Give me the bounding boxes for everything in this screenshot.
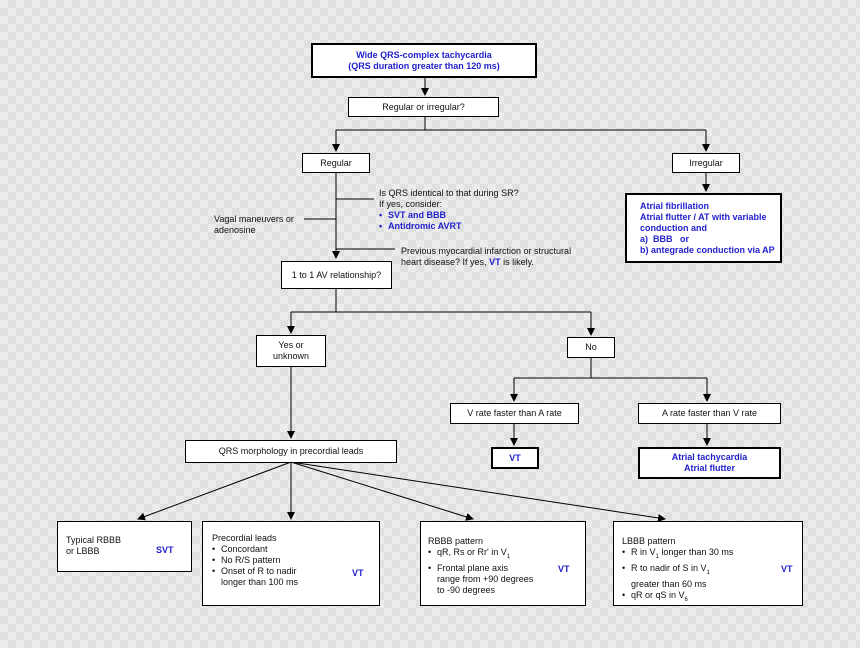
arrow-to-rbbb xyxy=(290,461,474,521)
qrs-identical-list: SVT and BBB Antidromic AVRT xyxy=(379,210,519,232)
qrs-identical-question: Is QRS identical to that during SR? xyxy=(379,188,519,198)
yes-unknown-line2: unknown xyxy=(272,351,310,361)
atrial-result-line1: Atrial tachycardia xyxy=(671,452,748,462)
v-faster-box: V rate faster than A rate xyxy=(450,403,579,424)
typical-line2: or LBBB xyxy=(66,546,100,556)
lbbb-cont1: greater than 60 ms xyxy=(631,578,707,589)
lbbb-item3-text: qR or qS in V xyxy=(631,589,685,600)
lbbb-item2-text: R to nadir of S in V xyxy=(631,562,707,573)
av-relationship-label: 1 to 1 AV relationship? xyxy=(291,269,382,280)
regular-box: Regular xyxy=(302,153,370,173)
vagal-text: Vagal maneuvers or adenosine xyxy=(214,214,294,236)
irregular-box: Irregular xyxy=(672,153,740,173)
precordial-item: No R/S pattern xyxy=(212,555,298,566)
lbbb-item2-sub: 1 xyxy=(706,569,710,576)
qrs-identical-item: Antidromic AVRT xyxy=(379,221,519,232)
rbbb-item1-text: qR, Rs or Rr' in V xyxy=(437,547,507,557)
af-line2: Atrial flutter / AT with variable xyxy=(640,211,767,222)
af-line5: b) antegrade conduction via AP xyxy=(640,244,775,255)
qrs-identical-text: Is QRS identical to that during SR? If y… xyxy=(379,188,519,232)
rbbb-cont2: to -90 degrees xyxy=(437,584,496,595)
rbbb-item1-sub: 1 xyxy=(506,553,511,560)
atrial-result-box: Atrial tachycardia Atrial flutter xyxy=(638,447,781,479)
vagal-line1: Vagal maneuvers or xyxy=(214,214,294,224)
vagal-line2: adenosine xyxy=(214,225,256,235)
typical-line1: Typical RBBB xyxy=(66,535,122,545)
arrow-to-typical xyxy=(137,461,292,521)
arrow-to-lbbb xyxy=(290,461,666,522)
previous-mi-line1: Previous myocardial infarction or struct… xyxy=(401,246,572,256)
lbbb-item: qR or qS in V6 xyxy=(622,590,733,606)
lbbb-item3-sub: 6 xyxy=(684,596,688,603)
qrs-identical-ifyes: If yes, consider: xyxy=(379,199,443,209)
lbbb-title: LBBB pattern xyxy=(622,536,676,546)
vt-result-label: VT xyxy=(509,452,521,463)
precordial-vt-label: VT xyxy=(352,568,364,578)
lbbb-item: R in V1 longer than 30 ms xyxy=(622,547,733,563)
lbbb-list2: qR or qS in V6 xyxy=(622,590,733,606)
root-line1: Wide QRS-complex tachycardia xyxy=(356,49,492,60)
av-relationship-box: 1 to 1 AV relationship? xyxy=(281,261,392,289)
no-label: No xyxy=(585,342,597,352)
vt-result-box: VT xyxy=(491,447,539,469)
regular-or-irregular-label: Regular or irregular? xyxy=(382,101,465,112)
lbbb-text: LBBB pattern R in V1 longer than 30 ms R… xyxy=(622,536,733,605)
previous-mi-vt: VT xyxy=(489,257,501,267)
typical-text: Typical RBBB or LBBB xyxy=(66,535,121,557)
af-line1: Atrial fibrillation xyxy=(640,200,710,211)
previous-mi-line2-end: is likely. xyxy=(500,257,534,267)
rbbb-vt-label: VT xyxy=(558,564,570,574)
rbbb-title: RBBB pattern xyxy=(428,536,484,546)
rbbb-text: RBBB pattern qR, Rs or Rr' in V1 Frontal… xyxy=(428,536,533,596)
root-line2: (QRS duration greater than 120 ms) xyxy=(348,60,500,71)
svt-label: SVT xyxy=(156,545,174,555)
lbbb-vt-label: VT xyxy=(781,564,793,574)
atrial-result-line2: Atrial flutter xyxy=(683,463,735,473)
precordial-item: Concordant xyxy=(212,544,298,555)
a-faster-label: A rate faster than V rate xyxy=(661,408,758,418)
previous-mi-text: Previous myocardial infarction or struct… xyxy=(401,246,571,268)
no-box: No xyxy=(567,337,615,358)
lbbb-item1-sub: 1 xyxy=(655,553,659,560)
rbbb-cont1: range from +90 degrees xyxy=(437,573,534,584)
previous-mi-line2-text: heart disease? If yes, xyxy=(401,257,490,267)
a-faster-box: A rate faster than V rate xyxy=(638,403,781,424)
precordial-item: Onset of R to nadir xyxy=(212,566,298,577)
qrs-identical-item: SVT and BBB xyxy=(379,210,519,221)
af-line3: conduction and xyxy=(640,222,707,233)
lbbb-item1-end: longer than 30 ms xyxy=(658,547,734,557)
lbbb-list: R in V1 longer than 30 ms R to nadir of … xyxy=(622,547,733,579)
yes-unknown-box: Yes or unknown xyxy=(256,335,326,367)
regular-or-irregular-box: Regular or irregular? xyxy=(348,97,499,117)
previous-mi-line2: heart disease? If yes, VT is likely. xyxy=(401,257,571,268)
regular-label: Regular xyxy=(320,157,352,168)
atrial-fibrillation-box: Atrial fibrillation Atrial flutter / AT … xyxy=(625,193,782,263)
v-faster-label: V rate faster than A rate xyxy=(467,408,562,418)
precordial-title: Precordial leads xyxy=(212,533,277,543)
qrs-morphology-box: QRS morphology in precordial leads xyxy=(185,440,397,463)
precordial-list: Concordant No R/S pattern Onset of R to … xyxy=(212,544,298,577)
rbbb-item: qR, Rs or Rr' in V1 xyxy=(428,547,533,563)
lbbb-item: R to nadir of S in V1 xyxy=(622,563,733,579)
lbbb-item1-text: R in V xyxy=(631,547,656,557)
typical-box xyxy=(57,521,192,572)
yes-unknown-line1: Yes or xyxy=(278,340,304,350)
af-line4: a) BBB or xyxy=(640,233,690,244)
irregular-label: Irregular xyxy=(689,157,723,168)
precordial-text: Precordial leads Concordant No R/S patte… xyxy=(212,533,298,588)
root-box: Wide QRS-complex tachycardia (QRS durati… xyxy=(311,43,537,78)
rbbb-item: Frontal plane axis xyxy=(428,563,533,574)
qrs-morphology-label: QRS morphology in precordial leads xyxy=(218,446,364,456)
precordial-cont: longer than 100 ms xyxy=(221,577,299,587)
rbbb-list: qR, Rs or Rr' in V1 Frontal plane axis xyxy=(428,547,533,574)
